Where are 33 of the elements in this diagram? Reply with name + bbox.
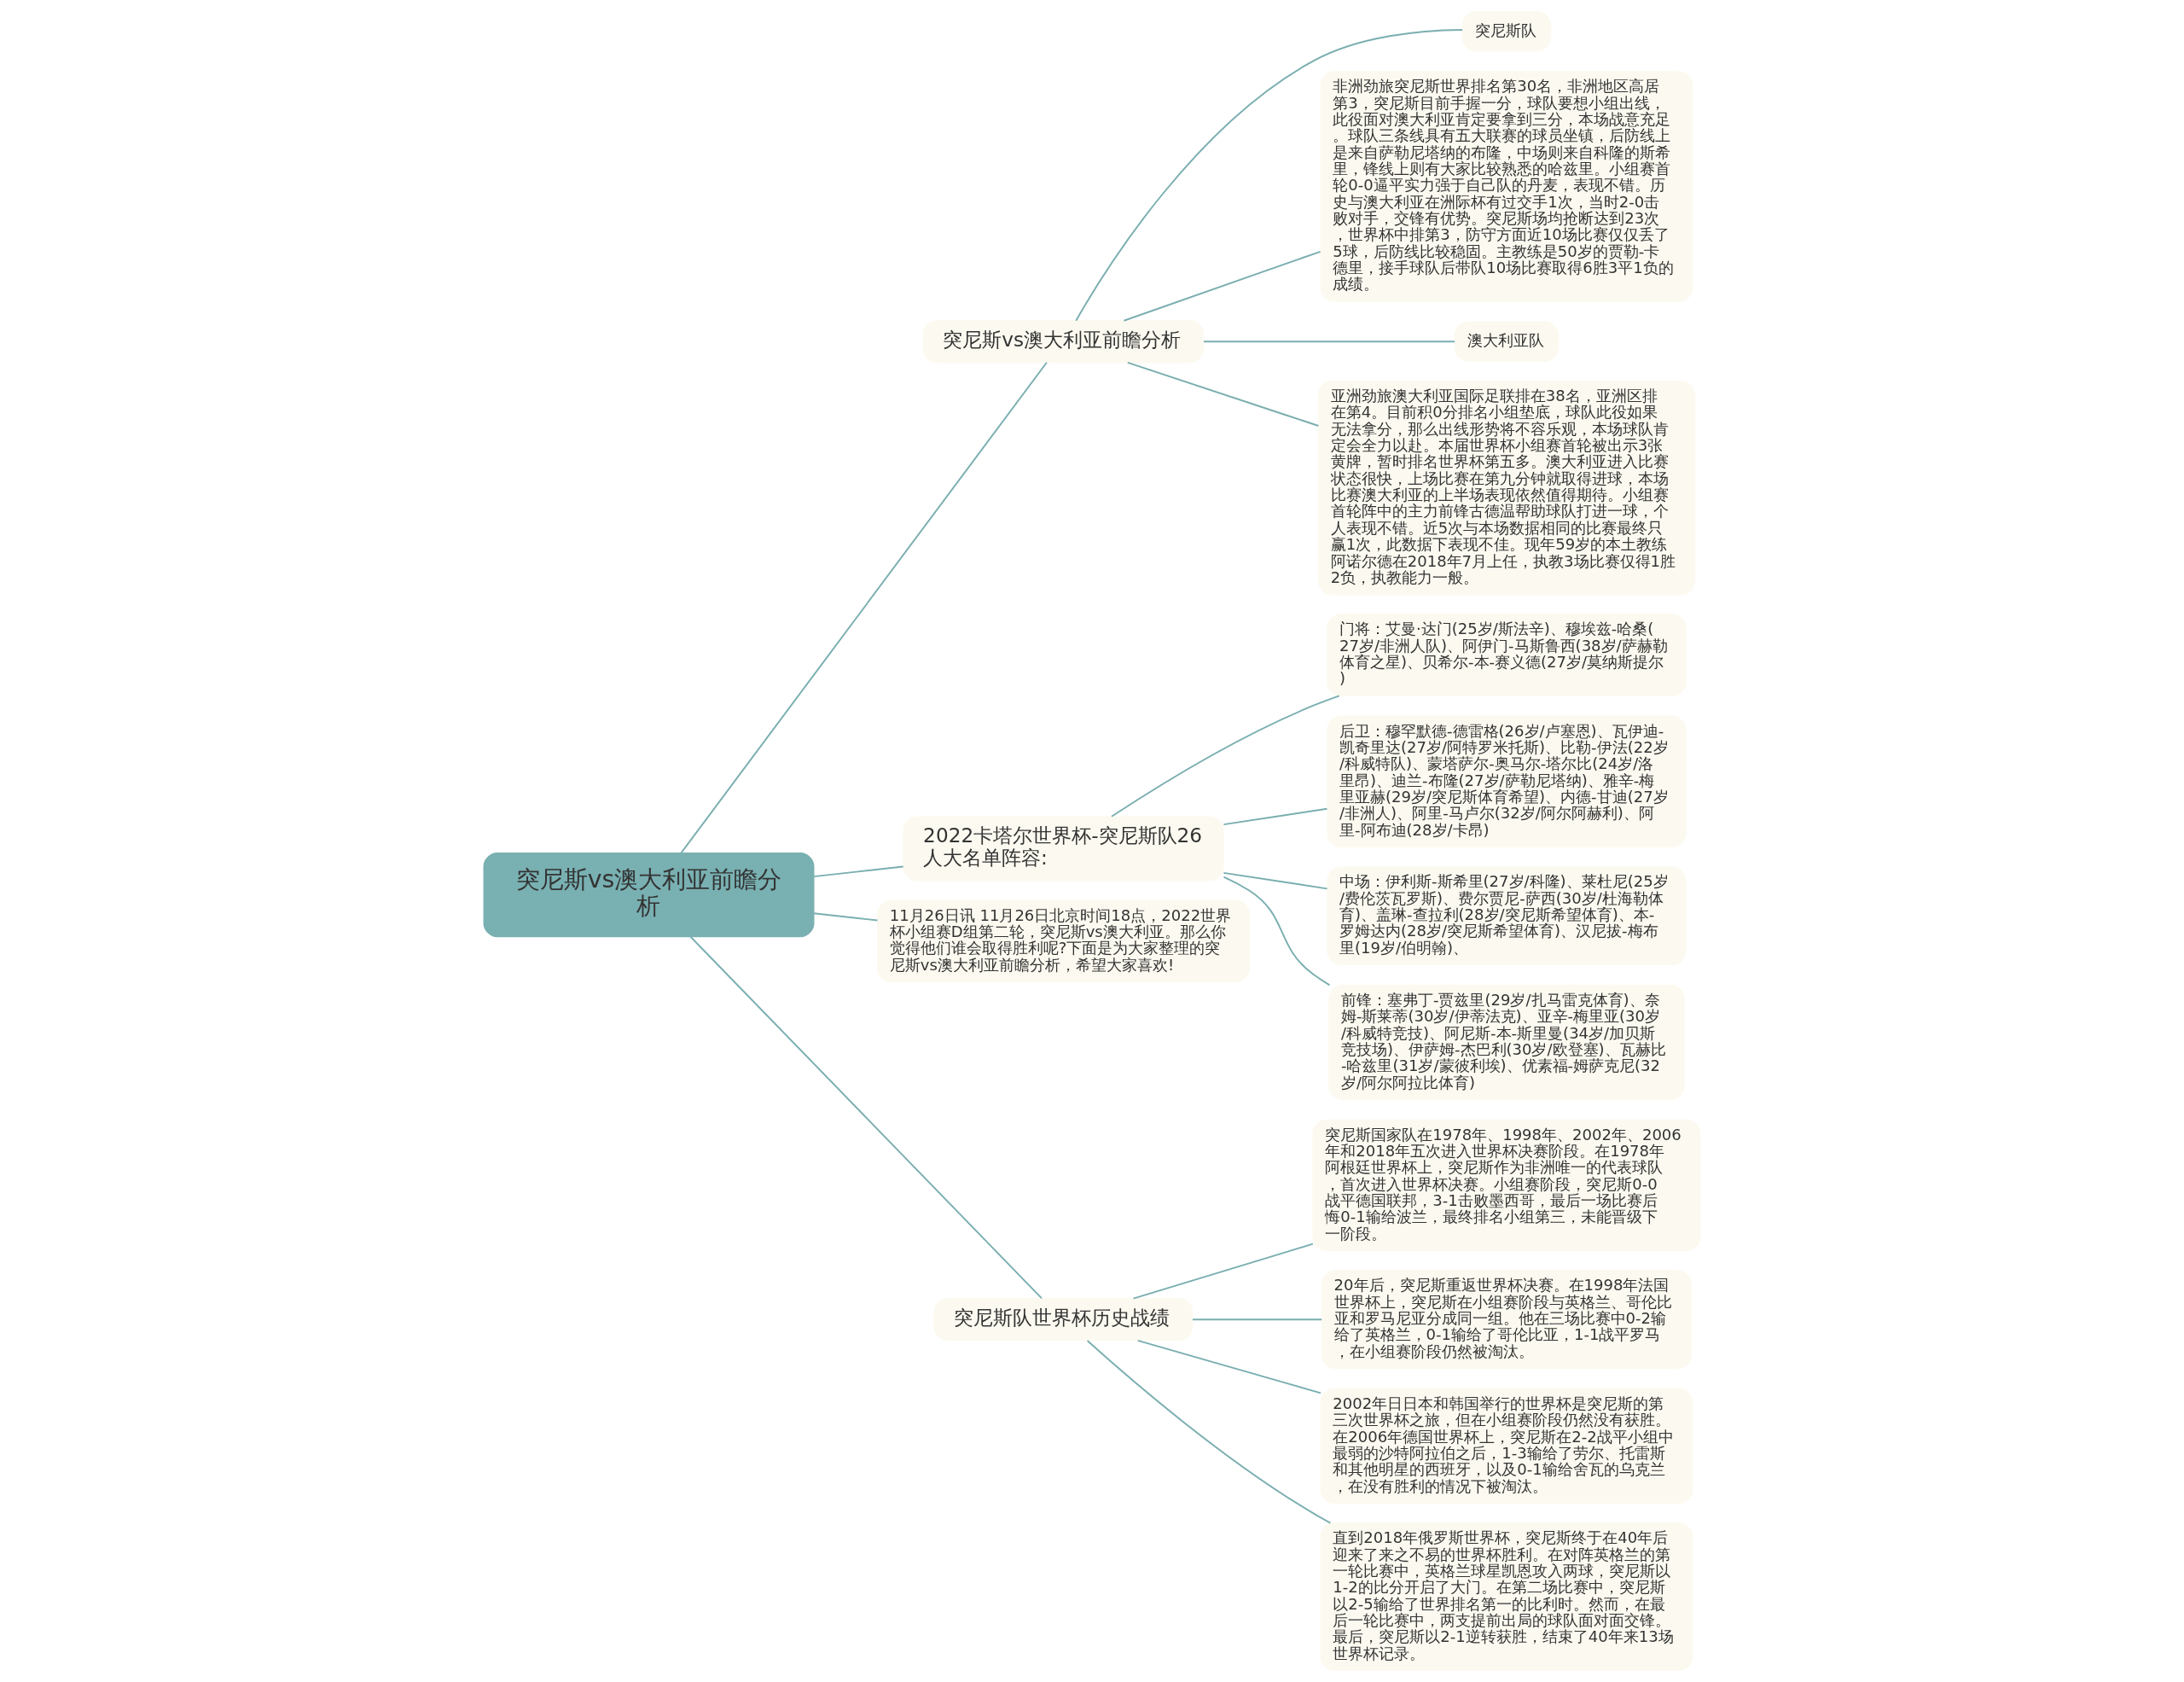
node-box: 突尼斯vs澳大利亚前瞻分析 <box>922 320 1205 364</box>
node-box: 前锋：塞弗丁-贾兹里(29岁/扎马雷克体育)、奈姆-斯莱蒂(30岁/伊蒂法克)、亚辛-梅里亚(30岁/科威特竞技)、阿尼斯-本-斯里曼(34岁/加贝斯竞技场)、伊萨姆-杰巴利(30岁/欧登塞)、瓦赫比-哈兹里(31岁/蒙彼利埃)、优素福-姆萨克尼(32岁/阿尔阿拉比体育) <box>1328 984 1685 1101</box>
connector <box>812 912 879 922</box>
node-box: 亚洲劲旅澳大利亚国际足联排在38名，亚洲区排在第4。目前积0分排名小组垫底，球队此役如果无法拿分，那么出线形势将不容乐观，本场球队肯定会全力以赴。本届世界杯小组赛首轮被出示3张黄牌，暂时排名世界杯第五多。澳大利亚进入比赛状态很快，上场比赛在第九分钟就取得进球，本场比赛澳大利亚的上半场表现依然值得期待。小组赛首轮阵中的主力前锋古德温帮助球队打进一球，个人表现不错。近5次与本场数据相同的比赛最终只赢1次，此数据下表现不佳。现年59岁的本土教练阿诺尔德在2018年7月上任，执教3场比赛仅得1胜2负，执教能力一般。 <box>1317 381 1696 596</box>
connector <box>1223 871 1328 890</box>
connector <box>1223 807 1328 826</box>
node-box: 20年后，突尼斯重返世界杯决赛。在1998年法国世界杯上，突尼斯在小组赛阶段与英格兰、哥伦比亚和罗马尼亚分成同一组。他在三场比赛中0-2输给了英格兰，0-1输给了哥伦比亚，1-1战平罗马，在小组赛阶段仍然被淘汰。 <box>1321 1270 1693 1370</box>
connector <box>680 361 1048 854</box>
connector <box>1126 361 1320 427</box>
connector <box>1223 876 1331 987</box>
node-box: 直到2018年俄罗斯世界杯，突尼斯终于在40年后迎来了来之不易的世界杯胜利。在对阵英格兰的第一轮比赛中，英格兰球星凯恩攻入两球，突尼斯以1-2的比分开启了大门。在第二场比赛中，突尼斯以2-5输给了世界排名第一的比利时。然而，在最后一轮比赛中，两支提前出局的球队面对面交锋。最后，突尼斯以2-1逆转获胜，结束了40年来13场世界杯记录。 <box>1320 1522 1693 1672</box>
node-box: 突尼斯vs澳大利亚前瞻分析 <box>483 853 815 938</box>
node-box: 2022卡塔尔世界杯-突尼斯队26人大名单阵容: <box>903 816 1224 882</box>
connector <box>1086 1340 1332 1524</box>
connector <box>1132 1243 1314 1300</box>
node-box: 后卫：穆罕默德-德雷格(26岁/卢塞恩)、瓦伊迪-凯奇里达(27岁/阿特罗米托斯)、比勒-伊法(22岁/科威特队)、蒙塔萨尔-奥马尔-塔尔比(24岁/洛里昂)、迪兰-布隆(27岁/萨勒尼塔纳)、雅辛-梅里亚赫(29岁/突尼斯体育希望)、内德-甘迪(27岁/非洲人)、阿里-马卢尔(32岁/阿尔阿赫利)、阿里-阿布迪(28岁/卡昂) <box>1327 715 1687 848</box>
node-box: 非洲劲旅突尼斯世界排名第30名，非洲地区高居第3，突尼斯目前手握一分，球队要想小组出线，此役面对澳大利亚肯定要拿到三分，本场战意充足。球队三条线具有五大联赛的球员坐镇，后防线上是来自萨勒尼塔纳的布隆，中场则来自科隆的斯希里，锋线上则有大家比较熟悉的哈兹里。小组赛首轮0-0逼平实力强于自己队的丹麦，表现不错。历史与澳大利亚在洲际杯有过交手1次，当时2-0击败对手，交锋有优势。突尼斯场均抢断达到23次，世界杯中排第3，防守方面近10场比赛仅仅丢了5球，后防线比较稳固。主教练是50岁的贾勒-卡德里，接手球队后带队10场比赛取得6胜3平1负的成绩。 <box>1320 71 1693 302</box>
connector <box>1136 1339 1321 1394</box>
connector <box>812 865 904 878</box>
node-box: 突尼斯国家队在1978年、1998年、2002年、2006年和2018年五次进入世界杯决赛阶段。在1978年阿根廷世界杯上，突尼斯作为非洲唯一的代表球队，首次进入世界杯决赛。小组赛阶段，突尼斯0-0战平德国联邦，3-1击败墨西哥，最后一场比赛后悔0-1输给波兰，最终排名小组第三，未能晋级下一阶段。 <box>1312 1119 1701 1252</box>
node-box: 突尼斯队世界杯历史战绩 <box>933 1298 1194 1342</box>
node-box: 门将：艾曼·达门(25岁/斯法辛)、穆埃兹-哈桑(27岁/非洲人队)、阿伊门-马斯鲁西(38岁/萨赫勒体育之星)、贝希尔-本-赛义德(27岁/莫纳斯提尔) <box>1327 614 1687 696</box>
connector <box>1203 340 1456 343</box>
node-box: 澳大利亚队 <box>1454 321 1560 363</box>
connector <box>1192 1318 1323 1321</box>
connector <box>1123 250 1321 322</box>
connector <box>1111 695 1340 818</box>
connector <box>689 935 1043 1300</box>
node-box: 2002年日日本和韩国举行的世界杯是突尼斯的第三次世界杯之旅，但在小组赛阶段仍然没有获胜。在2006年德国世界杯上，突尼斯在2-2战平小组中最弱的沙特阿拉伯之后，1-3输给了劳尔、托雷斯和其他明星的西班牙，以及0-1输给舍瓦的乌克兰，在没有胜利的情况下被淘汰。 <box>1320 1388 1693 1504</box>
node-box: 11月26日讯 11月26日北京时间18点，2022世界杯小组赛D组第二轮，突尼斯vs澳大利亚。那么你觉得他们谁会取得胜利呢?下面是为大家整理的突尼斯vs澳大利亚前瞻分析，希望大家喜欢! <box>877 899 1250 983</box>
node-box: 中场：伊利斯-斯希里(27岁/科隆)、莱杜尼(25岁/费伦茨瓦罗斯)、费尔贾尼-萨西(30岁/杜海勒体育)、盖琳-查拉利(28岁/突尼斯希望体育)、本-罗姆达内(28岁/突尼斯希望体育)、汉尼拔-梅布里(19岁/伯明翰)、 <box>1327 866 1687 966</box>
connector <box>1075 29 1464 322</box>
node-box: 突尼斯队 <box>1461 10 1552 52</box>
